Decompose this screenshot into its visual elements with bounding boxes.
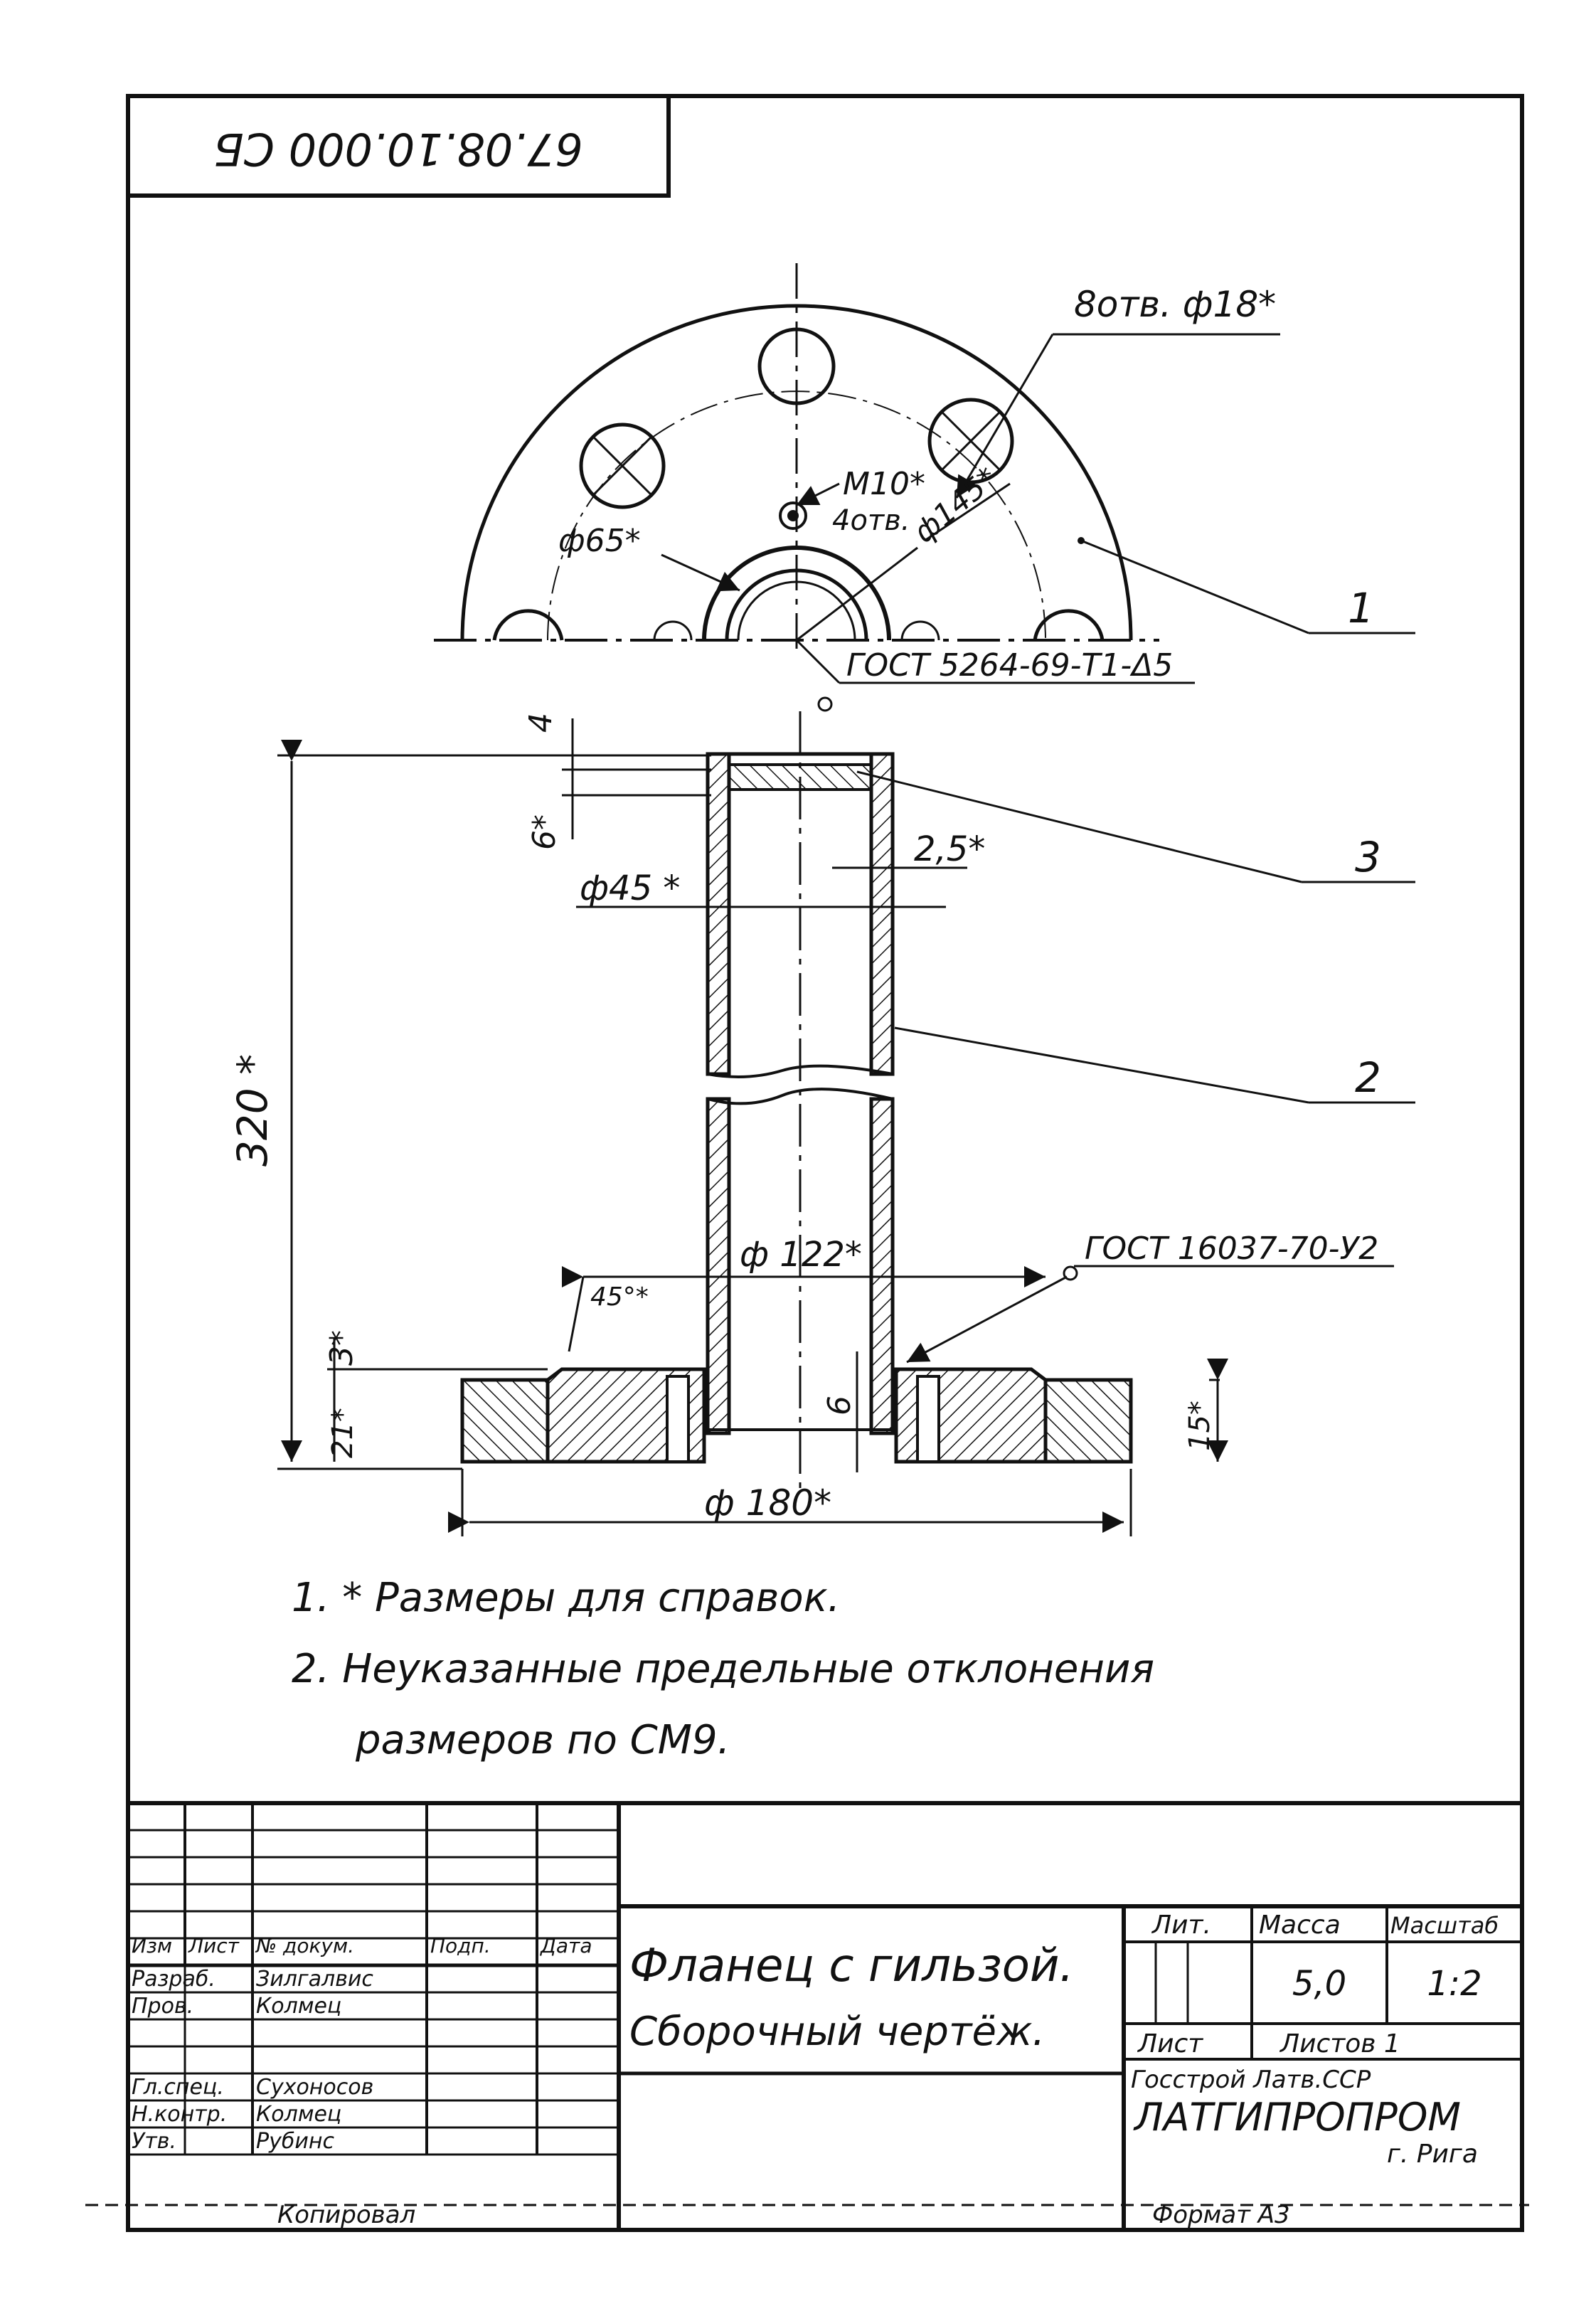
item-1-label: 1 bbox=[1348, 584, 1374, 632]
name-developer: Зилгалвис bbox=[256, 1967, 373, 1992]
dim-21: 21* bbox=[326, 1408, 359, 1458]
holes-callout: 8отв. ф18* bbox=[1074, 284, 1276, 325]
role-approved: Утв. bbox=[132, 2129, 176, 2154]
scale-label: Масштаб bbox=[1390, 1912, 1499, 1939]
dim-d45: ф45 * bbox=[580, 868, 680, 908]
thread-count-callout: 4отв. bbox=[832, 504, 910, 537]
sheets-label: Листов 1 bbox=[1279, 2029, 1400, 2058]
organization-line-1: Госстрой Латв.ССР bbox=[1131, 2066, 1371, 2094]
stamp-box bbox=[126, 94, 671, 198]
title-line-2: Сборочный чертёж. bbox=[629, 2009, 1045, 2055]
weld-symbol-top: ГОСТ 5264-69-Т1-Δ5 bbox=[846, 647, 1173, 684]
name-norm-control: Колмец bbox=[256, 2102, 341, 2127]
dim-d180: ф 180* bbox=[704, 1482, 831, 1524]
dim-15: 15* bbox=[1183, 1401, 1216, 1451]
dim-wall: 2,5* bbox=[914, 829, 985, 869]
note-3: размеров по СМ9. bbox=[355, 1717, 730, 1763]
note-1: 1. * Размеры для справок. bbox=[292, 1575, 840, 1621]
dim-4: 4 bbox=[523, 713, 559, 733]
item-3-label: 3 bbox=[1355, 833, 1381, 881]
col-head-date: Дата bbox=[539, 1934, 592, 1957]
dim-6-bottom: 6 bbox=[821, 1396, 858, 1415]
name-chief-specialist: Сухоносов bbox=[256, 2075, 373, 2100]
name-approved: Рубинс bbox=[256, 2129, 334, 2154]
col-head-list: Лист bbox=[188, 1934, 240, 1957]
role-developer: Разраб. bbox=[132, 1967, 216, 1992]
mass-label: Масса bbox=[1259, 1911, 1341, 1940]
thread-callout: М10* bbox=[843, 466, 925, 502]
organization-city: г. Рига bbox=[1387, 2140, 1478, 2169]
copied-by: Копировал bbox=[277, 2201, 415, 2229]
dim-d122: ф 122* bbox=[740, 1235, 862, 1275]
flange-section-view bbox=[277, 696, 1415, 1536]
sheet-format: Формат А3 bbox=[1152, 2201, 1290, 2229]
col-head-sign: Подп. bbox=[430, 1934, 491, 1957]
col-head-doc: № докум. bbox=[255, 1934, 354, 1957]
dim-320: 320 * bbox=[228, 1054, 277, 1167]
role-norm-control: Н.контр. bbox=[132, 2102, 227, 2127]
name-checker: Колмец bbox=[256, 1994, 341, 2019]
title-line-1: Фланец с гильзой. bbox=[629, 1940, 1074, 1992]
mass-value: 5,0 bbox=[1292, 1964, 1346, 2004]
col-head-izm: Изм bbox=[132, 1934, 172, 1957]
organization-line-2: ЛАТГИПРОПРОМ bbox=[1133, 2095, 1461, 2140]
dim-3: 3* bbox=[324, 1330, 360, 1366]
note-2: 2. Неуказанные предельные отклонения bbox=[292, 1646, 1154, 1692]
item-2-label: 2 bbox=[1355, 1053, 1381, 1102]
bore-diameter: ф65* bbox=[558, 523, 641, 559]
drawing-frame bbox=[126, 94, 1524, 2232]
flange-plan-view bbox=[434, 263, 1415, 684]
weld-symbol-bottom: ГОСТ 16037-70-У2 bbox=[1085, 1231, 1378, 1267]
role-chief-specialist: Гл.спец. bbox=[132, 2075, 224, 2100]
scale-value: 1:2 bbox=[1427, 1964, 1481, 2004]
role-checker: Пров. bbox=[132, 1994, 193, 2019]
lit-label: Лит. bbox=[1151, 1911, 1211, 1940]
sheet-label: Лист bbox=[1137, 2029, 1203, 2058]
dim-6-top: 6* bbox=[526, 814, 563, 850]
dim-chamfer: 45°* bbox=[590, 1282, 649, 1312]
stamp-designation: 67.08.10.000 СБ bbox=[213, 123, 583, 175]
title-block-grid bbox=[85, 1801, 1529, 2230]
